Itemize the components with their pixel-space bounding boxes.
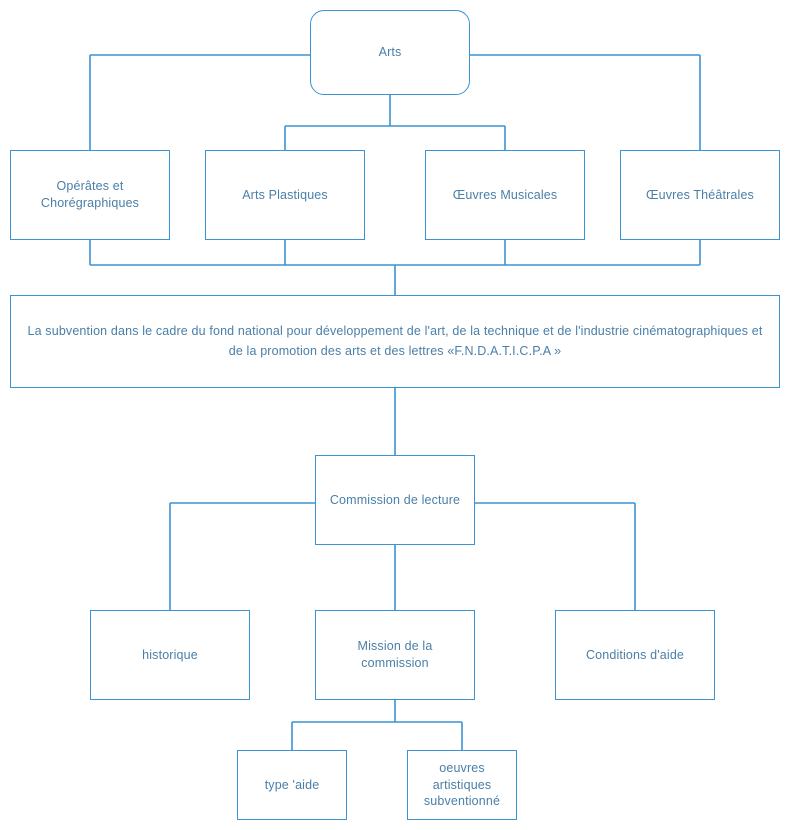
node-historique-label: historique <box>142 647 198 662</box>
node-oeuvres-artistiques-subventionne-label: oeuvres artistiques subventionné <box>423 760 501 809</box>
node-type-aide-label: type 'aide <box>264 777 320 792</box>
node-oeuvres-theatrales-label: Œuvres Théâtrales <box>646 187 754 202</box>
node-subvention-fndaticpa[interactable]: La subvention dans le cadre du fond nati… <box>10 295 780 388</box>
node-operates-choregraphiques[interactable]: Opérâtes et Chorégraphiques <box>10 150 170 240</box>
node-oeuvres-artistiques-subventionne[interactable]: oeuvres artistiques subventionné <box>407 750 517 820</box>
node-commission-de-lecture-label: Commission de lecture <box>329 492 461 507</box>
node-conditions-daide-label: Conditions d'aide <box>585 647 685 662</box>
node-oeuvres-musicales-label: Œuvres Musicales <box>452 187 558 202</box>
node-operates-choregraphiques-label: Opérâtes et Chorégraphiques <box>40 179 140 210</box>
node-arts-label: Arts <box>378 45 402 60</box>
node-oeuvres-musicales[interactable]: Œuvres Musicales <box>425 150 585 240</box>
node-arts-plastiques-label: Arts Plastiques <box>242 187 328 202</box>
node-oeuvres-theatrales[interactable]: Œuvres Théâtrales <box>620 150 780 240</box>
node-commission-de-lecture[interactable]: Commission de lecture <box>315 455 475 545</box>
node-arts-plastiques[interactable]: Arts Plastiques <box>205 150 365 240</box>
node-arts[interactable]: Arts <box>310 10 470 95</box>
node-conditions-daide[interactable]: Conditions d'aide <box>555 610 715 700</box>
node-mission-de-la-commission[interactable]: Mission de la commission <box>315 610 475 700</box>
node-type-aide[interactable]: type 'aide <box>237 750 347 820</box>
node-historique[interactable]: historique <box>90 610 250 700</box>
node-mission-de-la-commission-label: Mission de la commission <box>357 639 433 670</box>
node-subvention-fndaticpa-label: La subvention dans le cadre du fond nati… <box>27 324 763 358</box>
